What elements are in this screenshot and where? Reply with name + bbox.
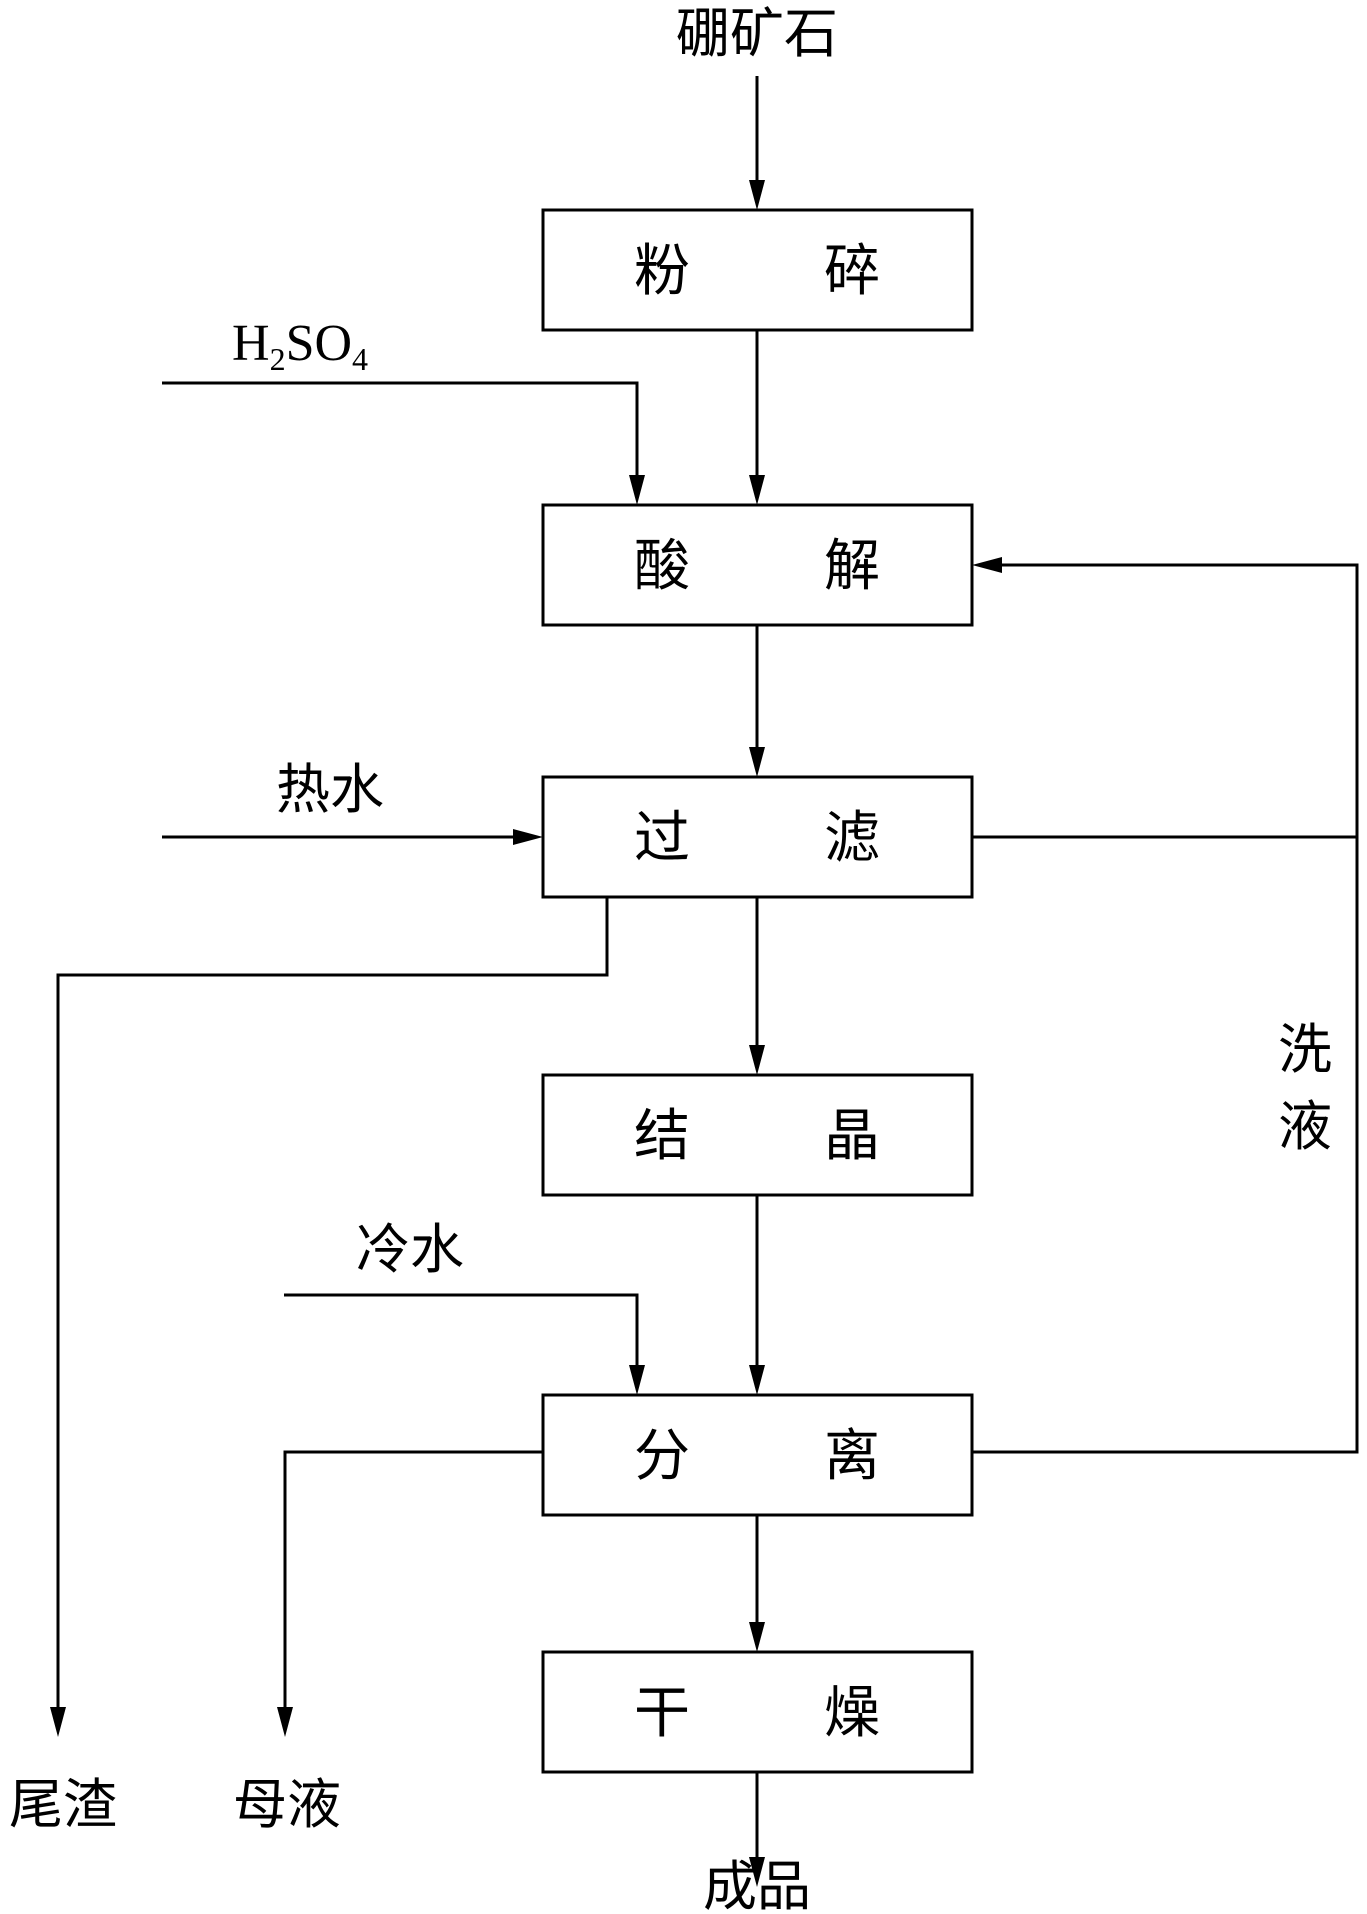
hot-water-input	[162, 829, 543, 845]
hot-water-label: 热水	[276, 758, 384, 821]
step-box	[541, 1073, 974, 1197]
arrowhead	[50, 1707, 66, 1737]
step-dry: 干 燥	[541, 1650, 974, 1774]
arrowhead	[513, 829, 543, 845]
arrowhead	[749, 1622, 765, 1652]
mother-liquor-line	[283, 1450, 543, 1712]
step-crush: 粉 碎	[541, 208, 974, 332]
step-box	[541, 1393, 974, 1517]
tailings-label: 尾渣	[9, 1773, 117, 1836]
step-box	[541, 503, 974, 627]
step-box	[541, 1650, 974, 1774]
arrowhead	[749, 475, 765, 505]
product-label: 成品	[703, 1855, 811, 1914]
arrowhead	[749, 1857, 765, 1887]
cold-water-line	[284, 1293, 639, 1370]
step-label-left: 结	[634, 1104, 690, 1169]
step-label-right: 解	[824, 534, 880, 599]
step-label-right: 碎	[824, 239, 880, 304]
step-label-left: 干	[634, 1681, 690, 1746]
wash-liquor-label-2: 液	[1278, 1095, 1332, 1158]
tailings-line	[56, 897, 609, 1712]
step-label-left: 分	[634, 1424, 690, 1489]
acid-input-line	[162, 381, 639, 480]
recycle-loop-line	[972, 563, 1359, 1454]
arrowhead	[749, 1365, 765, 1395]
step-label-right: 燥	[824, 1681, 880, 1746]
step-crystallize: 结 晶	[541, 1073, 974, 1197]
arrowhead	[749, 1045, 765, 1075]
arrowhead	[749, 180, 765, 210]
arrowhead	[629, 475, 645, 505]
step-box	[541, 775, 974, 899]
step-label-right: 晶	[824, 1104, 880, 1169]
mother-liquor-output	[277, 1450, 543, 1737]
mother-liquor-label: 母液	[233, 1773, 341, 1836]
ore-label: 硼矿石	[676, 2, 838, 65]
acid-input	[162, 381, 645, 505]
step-separate: 分 离	[541, 1393, 974, 1517]
arrowhead	[629, 1365, 645, 1395]
arrowhead	[749, 747, 765, 777]
step-box	[541, 208, 974, 332]
arrowhead	[972, 557, 1002, 573]
cold-water-label: 冷水	[356, 1218, 464, 1281]
acid-label: H2SO4	[232, 315, 368, 377]
step-label-right: 离	[824, 1424, 880, 1489]
wash-liquor-label-1: 洗	[1278, 1018, 1332, 1081]
step-label-left: 粉	[634, 239, 690, 304]
tailings-output	[50, 897, 609, 1737]
step-label-right: 滤	[824, 806, 880, 871]
step-filter: 过 滤	[541, 775, 974, 899]
main-flow	[749, 76, 765, 1887]
step-acid-leach: 酸 解	[541, 503, 974, 627]
cold-water-input	[284, 1293, 645, 1395]
arrowhead	[277, 1707, 293, 1737]
step-label-left: 酸	[634, 534, 690, 599]
wash-liquor-recycle	[972, 557, 1359, 1454]
step-label-left: 过	[634, 806, 690, 871]
